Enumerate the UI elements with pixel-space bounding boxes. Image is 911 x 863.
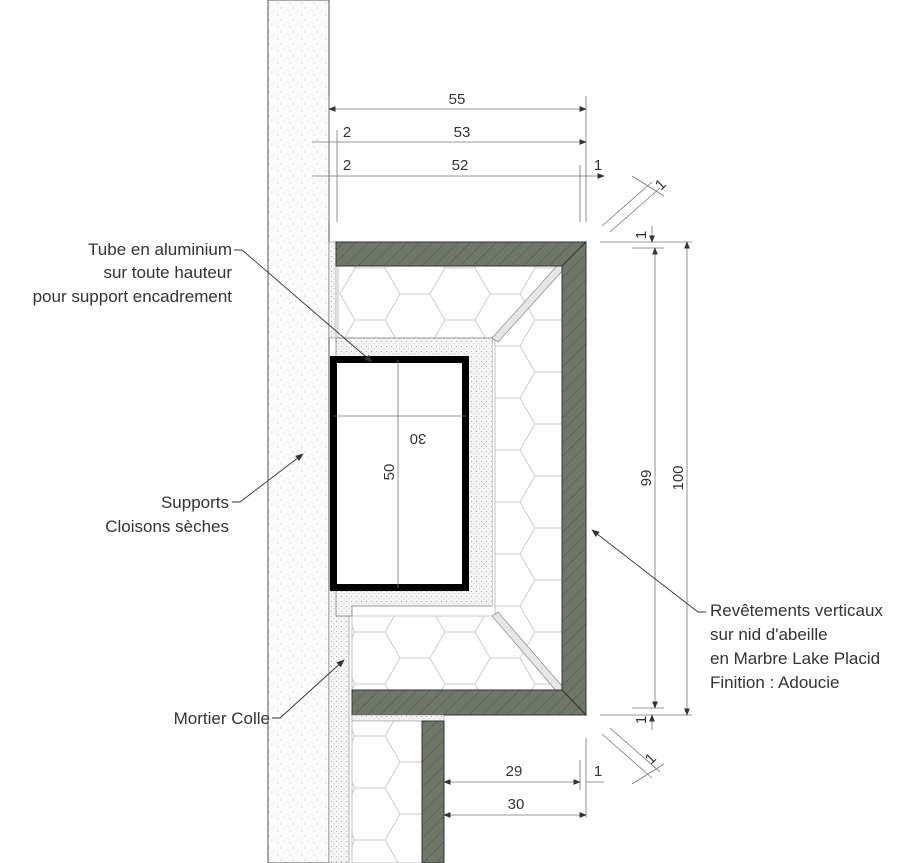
dim-52: 52 xyxy=(452,157,469,174)
leader-revet xyxy=(591,529,706,613)
dim-50-tube: 50 xyxy=(381,464,398,481)
dim-55: 55 xyxy=(449,91,466,108)
marble-right xyxy=(561,240,587,717)
dim-99: 99 xyxy=(638,470,655,487)
dim-1-right-bottom: 1 xyxy=(633,716,650,724)
lower-glue xyxy=(351,714,445,722)
label-revet-2: sur nid d'abeille xyxy=(710,625,828,644)
label-mortier: Mortier Colle xyxy=(174,709,270,728)
diag-dim-bottom-a xyxy=(601,733,653,779)
diag-dim-top-b xyxy=(609,187,661,233)
dim-1-bottom-right: 1 xyxy=(594,763,602,780)
dim-1-diag-top: 1 xyxy=(652,176,670,194)
glue-strip-lower xyxy=(328,589,350,863)
label-supports-1: Supports xyxy=(161,493,229,512)
label-revet-1: Revêtements verticaux xyxy=(710,601,883,620)
marble-top xyxy=(335,241,588,267)
dim-2-b: 2 xyxy=(343,157,351,174)
label-revet-3: en Marbre Lake Placid xyxy=(710,649,880,668)
diag-dim-top-a xyxy=(601,181,653,227)
label-tube-2: sur toute hauteur xyxy=(103,263,232,282)
leader-tube xyxy=(234,249,373,363)
lower-marble xyxy=(421,720,445,863)
dim-29: 29 xyxy=(506,763,523,780)
label-tube-1: Tube en aluminium xyxy=(88,240,232,259)
dim-1-diag-bottom: 1 xyxy=(642,750,660,768)
mortar-inner-right xyxy=(484,338,492,606)
dim-1-right-top: 1 xyxy=(633,231,650,239)
aluminium-tube xyxy=(330,356,469,591)
dim-1-top-right: 1 xyxy=(594,157,602,174)
label-revet-4: Finition : Adoucie xyxy=(710,673,839,692)
dim-30-bottom: 30 xyxy=(508,796,525,813)
lower-honeycomb xyxy=(351,720,423,863)
marble-bottom xyxy=(351,689,588,716)
dim-100: 100 xyxy=(670,465,687,490)
dim-2-a: 2 xyxy=(343,124,351,141)
leader-mortier xyxy=(272,659,345,719)
diag-dim-top-tick xyxy=(631,175,665,197)
glue-strip xyxy=(328,241,337,339)
label-tube-3: pour support encadrement xyxy=(33,287,233,306)
dim-30-tube: 30 xyxy=(410,430,427,447)
drywall-support xyxy=(267,0,330,863)
diag-dim-bottom-b xyxy=(609,727,661,773)
label-supports-2: Cloisons sèches xyxy=(105,517,229,536)
leader-supports xyxy=(232,453,304,503)
dim-53: 53 xyxy=(454,124,471,141)
diag-dim-bottom-tick xyxy=(631,763,665,785)
